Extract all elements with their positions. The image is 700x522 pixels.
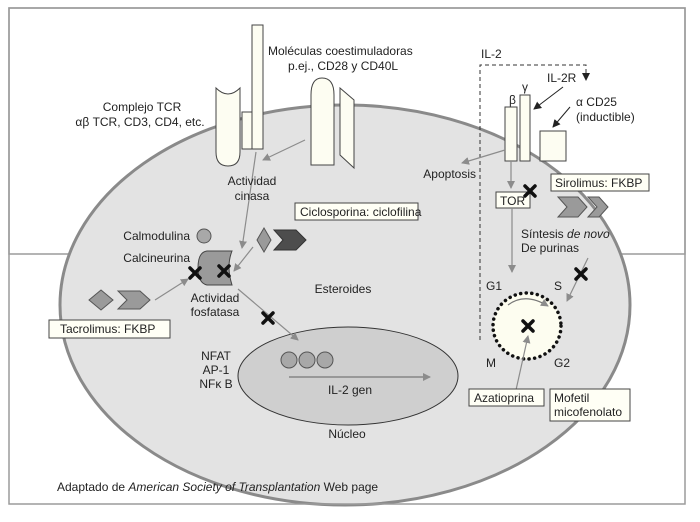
il2r-beta-chain [504, 106, 518, 162]
il2-label: IL-2 [481, 47, 502, 61]
s-label: S [554, 279, 562, 293]
tacrolimus-label: Tacrolimus: FKBP [60, 322, 155, 336]
cd25-label-line2: (inductible) [576, 110, 635, 124]
apoptosis-arrow [461, 149, 506, 165]
cd28-receptor [310, 77, 335, 166]
phosphatase-label-line2: fosfatasa [191, 305, 240, 319]
transcription-factor-circle [280, 351, 298, 369]
purine-label-line2: De purinas [521, 241, 579, 255]
tacrolimus-arrow [154, 278, 189, 301]
block-x-steroids [261, 311, 275, 325]
block-x-azathioprine [521, 319, 535, 333]
nucleus-label: Núcleo [328, 427, 366, 441]
block-x-tacrolimus [188, 266, 202, 280]
tcr-label-line2: αβ TCR, CD3, CD4, etc. [75, 115, 204, 129]
g1-label: G1 [486, 279, 502, 293]
cd40l-receptor [339, 86, 355, 170]
il2r-gamma-chain [519, 94, 531, 162]
m-label: M [486, 356, 496, 370]
tacrolimus-box [48, 319, 171, 339]
calcineurin-shape [197, 250, 233, 286]
azathioprine-arrow [515, 335, 531, 391]
sirolimus-chevron-2 [586, 196, 609, 218]
costim-label-line2: p.ej., CD28 y CD40L [288, 59, 398, 73]
calcineurin-label: Calcineurina [123, 251, 190, 265]
cd25-label-line1: α CD25 [576, 95, 617, 109]
gamma-label: γ [522, 80, 528, 94]
cell-cycle-arrow [507, 298, 549, 307]
phosphatase-label-line1: Actividad [191, 291, 240, 305]
cyclophilin-diamond [256, 227, 272, 253]
tcr-receptor [215, 86, 241, 167]
apoptosis-label: Apoptosis [423, 167, 476, 181]
il2-gene-label: IL-2 gen [328, 383, 372, 397]
kinase-label-line2: cinasa [235, 189, 270, 203]
block-x-cyclosporine [217, 264, 231, 278]
il2-dashed-path [479, 64, 590, 340]
beta-label: β [509, 93, 516, 107]
transcription-factor-circle [298, 351, 316, 369]
transcription-factor-circle [316, 351, 334, 369]
mycophenolate-box [549, 388, 631, 422]
tcr-to-calcineurin-arrow [239, 151, 257, 249]
nucleus [237, 326, 459, 426]
block-x-sirolimus [523, 184, 537, 198]
block-x-mycophenolate [574, 267, 588, 281]
calmodulin-circle [196, 228, 212, 244]
cd4-receptor [251, 24, 264, 150]
calmodulin-label: Calmodulina [123, 229, 190, 243]
sirolimus-box [550, 173, 650, 192]
nfkb-label: NFκ B [199, 377, 232, 391]
calcineurin-to-nucleus-arrow [237, 288, 299, 341]
fkbp-diamond [88, 289, 114, 311]
il2r-pointer [533, 86, 564, 110]
cd25-chain [539, 130, 567, 162]
ap1-label: AP-1 [203, 363, 230, 377]
mycophenolate-label-line2: micofenolato [554, 405, 622, 419]
mycophenolate-label-line1: Mofetil [554, 391, 589, 405]
cyclosporine-arrow [233, 246, 254, 272]
steroids-label: Esteroides [315, 282, 372, 296]
azathioprine-label: Azatioprina [474, 391, 534, 405]
costim-label-line1: Moléculas coestimuladoras [268, 44, 413, 58]
azathioprine-box [468, 388, 545, 407]
cd25-pointer [552, 106, 571, 128]
sirolimus-chevron-1 [556, 196, 588, 218]
nfat-label: NFAT [201, 349, 231, 363]
sirolimus-label: Sirolimus: FKBP [555, 176, 642, 190]
tacrolimus-chevron [116, 290, 151, 310]
cyclosporine-label: Ciclosporina: ciclofilina [300, 205, 422, 219]
g2-label: G2 [554, 356, 570, 370]
frame-visible [8, 7, 686, 505]
il2r-label: IL-2R [547, 71, 577, 85]
source-caption: Adaptado de American Society of Transpla… [57, 480, 378, 494]
kinase-label-line1: Actividad [228, 174, 277, 188]
costim-to-kinase-arrow [262, 139, 306, 161]
cyclosporine-box [294, 202, 419, 221]
tor-box [495, 191, 531, 209]
tor-label: TOR [500, 194, 525, 208]
purine-label-line1: Síntesis de novo [521, 227, 610, 241]
tcr-label-line1: Complejo TCR [103, 100, 182, 114]
cyclosporine-chevron [272, 229, 307, 251]
